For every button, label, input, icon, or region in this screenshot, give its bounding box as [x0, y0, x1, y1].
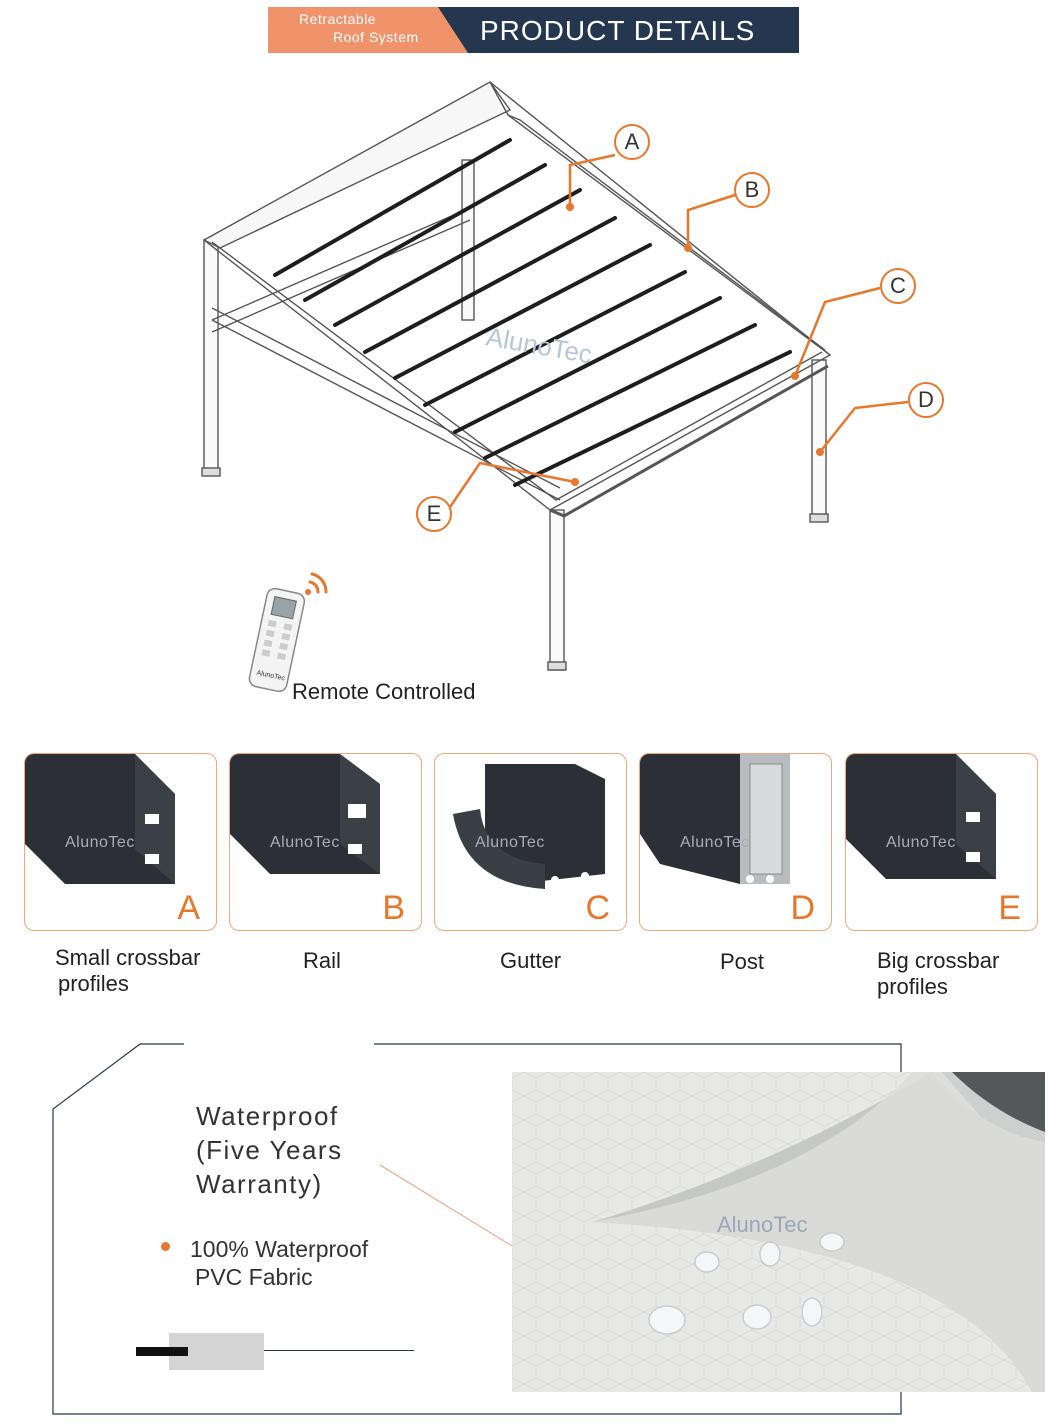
- card-letter: B: [382, 889, 405, 927]
- banner-subtitle-line2: Roof System: [333, 29, 419, 45]
- profile-card-a: AlunoTec A: [24, 753, 217, 931]
- profile-card-c: AlunoTec C: [434, 753, 627, 931]
- header-banner: Retractable Roof System PRODUCT DETAILS: [268, 7, 799, 53]
- banner-subtitle-line1: Retractable: [299, 11, 377, 27]
- profile-card-d: AlunoTec D: [639, 753, 832, 931]
- card-letter: A: [177, 889, 200, 927]
- banner-left-panel: [268, 7, 468, 53]
- callout-d: D: [908, 382, 944, 418]
- waterproof-frame: [52, 1043, 902, 1415]
- banner-right-panel: [438, 7, 799, 53]
- caption-big-crossbar: Big crossbar profiles: [877, 948, 1000, 999]
- rail-profile-image: [230, 754, 380, 874]
- caption-rail: Rail: [303, 948, 341, 973]
- photo-watermark: AlunoTec: [717, 1212, 808, 1237]
- callout-e: E: [416, 496, 452, 532]
- callout-a: A: [614, 124, 650, 160]
- remote-controlled-label: Remote Controlled: [292, 679, 476, 704]
- pergola-drawing: AlunoTec: [201, 81, 909, 671]
- pergola-diagram: AlunoTec A B C D E: [190, 70, 970, 693]
- big-crossbar-profile-image: [846, 754, 996, 879]
- card-watermark: AlunoTec: [65, 834, 135, 851]
- post-profile-image: [640, 754, 790, 884]
- caption-gutter: Gutter: [500, 948, 562, 973]
- decor-black-bar: [136, 1347, 188, 1356]
- decor-line: [264, 1350, 414, 1351]
- card-watermark: AlunoTec: [270, 834, 340, 851]
- profile-card-b: AlunoTec B: [229, 753, 422, 931]
- card-watermark: AlunoTec: [475, 834, 545, 851]
- page-title: PRODUCT DETAILS: [480, 15, 756, 46]
- bullet-dot: [161, 1242, 170, 1251]
- remote-control-icon: AlunoTec: [248, 572, 328, 693]
- gutter-profile-image: [453, 764, 605, 889]
- card-letter: E: [998, 889, 1021, 927]
- small-crossbar-profile-image: [25, 754, 175, 884]
- card-watermark: AlunoTec: [680, 834, 750, 851]
- profile-card-e: AlunoTec E: [845, 753, 1038, 931]
- callout-c: C: [880, 268, 916, 304]
- card-letter: C: [585, 889, 610, 927]
- waterproof-title: Waterproof (Five Years Warranty): [196, 1101, 343, 1199]
- caption-small-crossbar: Small crossbar profiles: [55, 945, 201, 996]
- card-watermark: AlunoTec: [886, 834, 956, 851]
- callout-b: B: [734, 172, 770, 208]
- caption-post: Post: [720, 949, 765, 974]
- waterproof-point: 100% Waterproof PVC Fabric: [190, 1236, 369, 1290]
- card-letter: D: [790, 889, 815, 927]
- pvc-fabric-photo: AlunoTec: [512, 1072, 1045, 1392]
